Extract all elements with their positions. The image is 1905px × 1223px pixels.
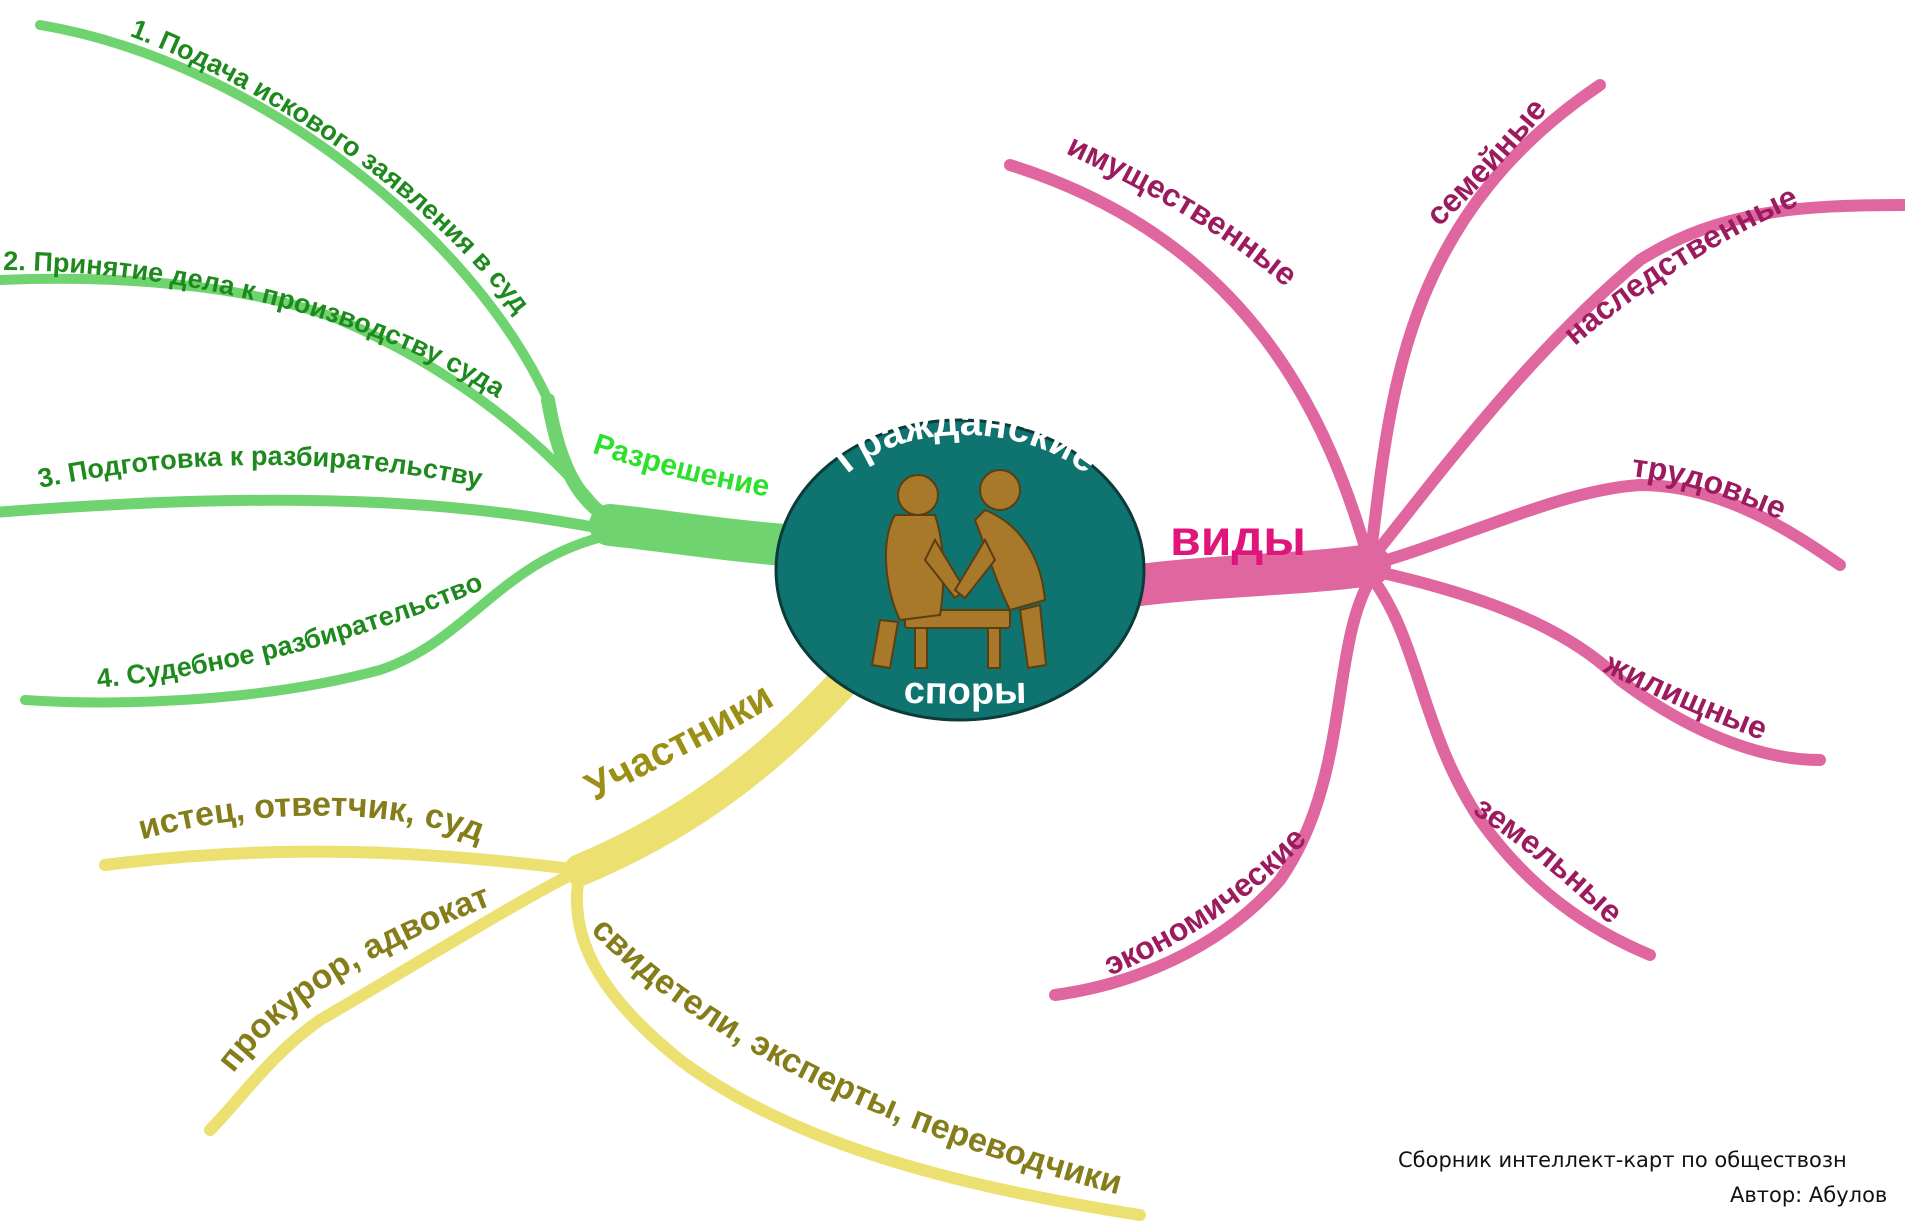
footer-author: Автор: Абулов bbox=[1730, 1183, 1888, 1207]
central-node: Гражданские споры bbox=[774, 400, 1146, 722]
types-item-2: семейные bbox=[1419, 91, 1553, 232]
footer-collection-title: Сборник интеллект-карт по обществозн bbox=[1398, 1148, 1847, 1172]
types-item-7: экономические bbox=[1098, 820, 1312, 982]
types-title: виды bbox=[1170, 510, 1306, 566]
resolution-item-4: 4. Судебное разбирательство bbox=[95, 567, 486, 694]
participants-item-2: прокурор, адвокат bbox=[210, 877, 496, 1079]
types-item-6: земельные bbox=[1468, 789, 1630, 931]
resolution-branch bbox=[0, 20, 806, 708]
types-item-3: наследственные bbox=[1556, 178, 1803, 351]
types-branch bbox=[1004, 79, 1905, 1001]
center-title-line2: споры bbox=[903, 670, 1027, 713]
participants-item-1: истец, ответчик, суд bbox=[134, 786, 490, 850]
resolution-item-3: 3. Подготовка к разбирательству bbox=[35, 441, 485, 494]
resolution-item-2: 2. Принятие дела к производству суда bbox=[3, 246, 511, 404]
participants-item-3: свидетели, эксперты, переводчики bbox=[584, 910, 1126, 1202]
types-item-5: жилищные bbox=[1598, 645, 1772, 747]
two-men-arguing-illustration bbox=[870, 469, 1048, 670]
types-item-1: имущественные bbox=[1062, 127, 1305, 293]
resolution-title: Разрешение bbox=[589, 428, 772, 504]
participants-branch bbox=[99, 664, 1146, 1221]
